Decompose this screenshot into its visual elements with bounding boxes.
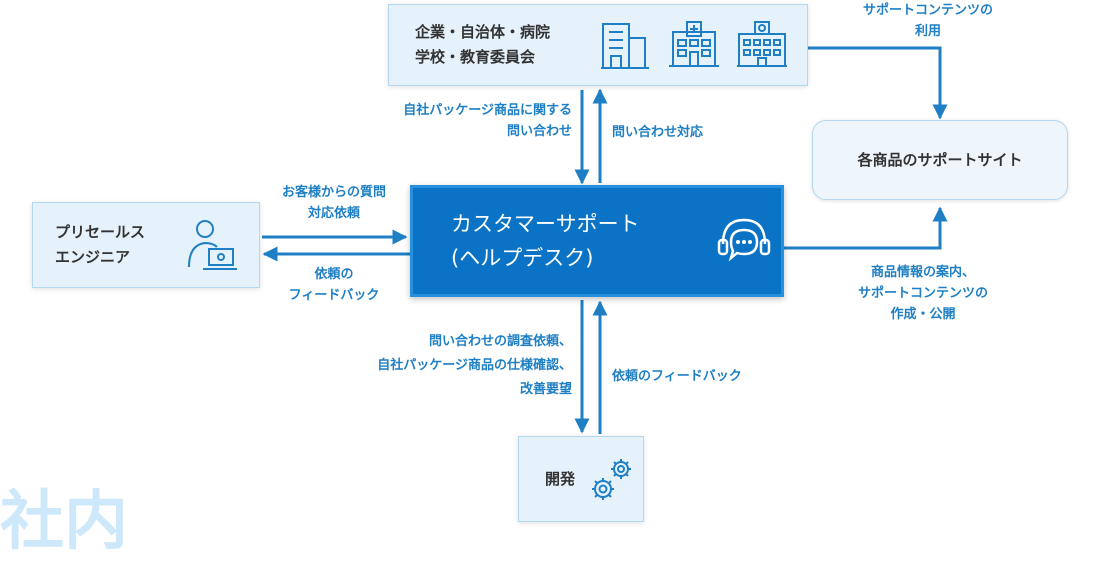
dev-node: 開発 — [518, 436, 644, 522]
arrow-helpdesk-to-support-site — [784, 206, 948, 250]
helpdesk-label: カスタマーサポート (ヘルプデスク) — [451, 212, 640, 270]
school-icon — [737, 21, 787, 67]
edge-label-customer-inquiry: 自社パッケージ商品に関する 問い合わせ — [403, 103, 572, 139]
presales-node: プリセールス エンジニア — [32, 202, 260, 288]
arrow-customer-to-support-site — [808, 46, 948, 120]
edge-label-presales-request: お客様からの質問 対応依頼 — [281, 185, 386, 221]
presales-label: プリセールス エンジニア — [55, 223, 146, 266]
helpdesk-node: カスタマーサポート (ヘルプデスク) — [410, 185, 784, 297]
engineer-laptop-icon — [188, 220, 237, 270]
edge-label-inquiry-response: 問い合わせ対応 — [612, 125, 704, 140]
office-building-icon — [601, 23, 649, 69]
edge-label-support-content-use: サポートコンテンツの 利用 — [862, 3, 993, 39]
support-site-node: 各商品のサポートサイト — [812, 120, 1068, 200]
edge-label-product-info: 商品情報の案内、 サポートコンテンツの 作成・公開 — [857, 265, 988, 322]
edge-label-presales-feedback: 依頼の フィードバック — [288, 267, 380, 303]
customers-icons — [599, 18, 789, 72]
support-site-label: 各商品のサポートサイト — [857, 150, 1023, 169]
watermark: 社内 — [0, 485, 128, 559]
hospital-icon — [669, 21, 719, 67]
gears-icon — [592, 459, 632, 500]
edge-label-dev-feedback: 依頼のフィードバック — [612, 369, 742, 384]
edge-label-dev-request: 問い合わせの調査依頼、 自社パッケージ商品の仕様確認、 改善要望 — [377, 334, 572, 397]
customers-label: 企業・自治体・病院 学校・教育委員会 — [415, 23, 551, 66]
dev-label: 開発 — [545, 469, 576, 488]
customers-node: 企業・自治体・病院 学校・教育委員会 — [388, 4, 808, 86]
headset-chat-icon — [717, 218, 771, 262]
